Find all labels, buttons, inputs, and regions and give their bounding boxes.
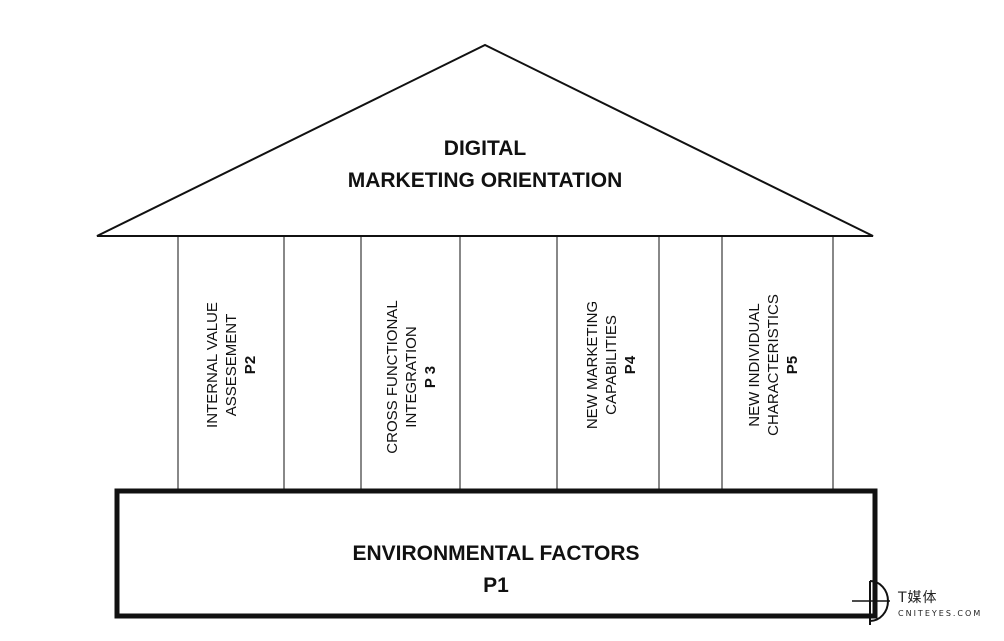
pillar-label-line1: NEW INDIVIDUAL (745, 303, 763, 427)
base-rectangle (114, 488, 878, 619)
watermark-en-text: CNITEYES.COM (898, 609, 983, 618)
pillar-label-line1: INTERNAL VALUE (203, 302, 221, 428)
pillar-label-code: P5 (783, 355, 801, 375)
pillar-label-line1: CROSS FUNCTIONAL (383, 300, 401, 454)
roof-title-line2: MARKETING ORIENTATION (347, 169, 623, 192)
base-title-line2: P1 (483, 574, 509, 597)
watermark-cn-text: T媒体 (898, 590, 938, 606)
pillar-label-code: P 3 (421, 365, 439, 389)
pillar-label-line2: INTEGRATION (402, 326, 420, 428)
pillar-label-code: P4 (621, 355, 639, 375)
pillar-label-line1: NEW MARKETING (583, 300, 601, 430)
pillar-label-p5: NEW INDIVIDUAL CHARACTERISTICS P5 (743, 265, 803, 465)
pillar-label-p3: CROSS FUNCTIONAL INTEGRATION P 3 (381, 277, 441, 477)
watermark-logo-icon (852, 580, 890, 625)
pillar-lines (177, 236, 834, 491)
roof-title-line1: DIGITAL (443, 137, 527, 160)
pillar-label-line2: CHARACTERISTICS (764, 294, 782, 436)
pillar-label-p2: INTERNAL VALUE ASSESEMENT P2 (201, 265, 261, 465)
pillar-label-line2: ASSESEMENT (222, 313, 240, 417)
base-title-line1: ENVIRONMENTAL FACTORS (352, 542, 640, 565)
pillar-label-code: P2 (241, 355, 259, 375)
pillar-label-line2: CAPABILITIES (602, 315, 620, 415)
pillar-label-p4: NEW MARKETING CAPABILITIES P4 (581, 265, 641, 465)
watermark: T媒体 CNITEYES.COM (848, 575, 998, 635)
